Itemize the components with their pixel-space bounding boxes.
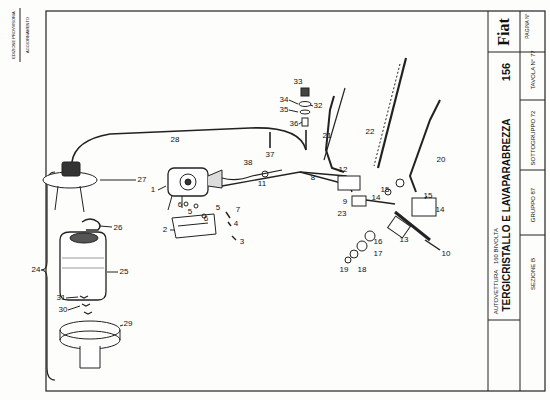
callout-number: 20: [437, 156, 446, 164]
callout-number: 17: [374, 250, 383, 258]
callout-number: 37: [266, 151, 275, 159]
callout-number: 26: [114, 224, 123, 232]
callout-number: 7: [236, 206, 240, 214]
sheet-title: TERGICRISTALLO E LAVAPARABREZZA: [502, 118, 512, 311]
title-block-text: AGGIORNAMENTO: [26, 17, 30, 53]
title-block-text: EDIZIONE PROVVISORIA: [12, 11, 16, 59]
callout-number: 28: [171, 136, 180, 144]
callout-number: 29: [124, 320, 133, 328]
callout-number: 11: [258, 180, 266, 188]
title-block-text: 156: [501, 63, 512, 81]
callout-number: 22: [366, 128, 375, 136]
callout-number: 12: [339, 166, 348, 174]
callout-number: 9: [343, 198, 347, 206]
title-block-text: PAGINA N°: [525, 13, 530, 38]
title-block-text: 160 BIVOLTA: [493, 228, 499, 264]
title-block-text: GRUPPO 87: [530, 188, 536, 222]
callout-number: 13: [400, 236, 409, 244]
callout-number: 34: [280, 96, 289, 104]
callout-number: 32: [314, 102, 323, 110]
callout-number: 19: [340, 266, 349, 274]
callout-number: 8: [311, 174, 315, 182]
callout-number: 25: [120, 268, 129, 276]
callout-number: 21: [323, 132, 332, 140]
callout-number: 2: [163, 226, 167, 234]
callout-number: 14: [372, 194, 381, 202]
title-block-text: TAVOLA N° 77: [530, 50, 536, 89]
callout-number: 15: [424, 192, 433, 200]
callout-number: 18: [358, 266, 367, 274]
callout-number: 23: [338, 210, 347, 218]
callout-number: 6: [204, 215, 208, 223]
callout-number: 27: [138, 176, 147, 184]
callout-number: 4: [234, 220, 238, 228]
callout-number: 3: [240, 238, 244, 246]
callout-number: 35: [280, 106, 289, 114]
title-block-text: SEZIONE B: [530, 258, 536, 290]
callout-number: 33: [294, 78, 303, 86]
callout-number: 36: [290, 120, 299, 128]
callout-number: 30: [59, 306, 68, 314]
callout-number: 15: [381, 186, 390, 194]
callout-number: 31: [57, 294, 66, 302]
title-block-text: AUTOVETTURA: [493, 270, 499, 315]
callout-number: 10: [442, 250, 451, 258]
callout-number: 6: [178, 201, 182, 209]
callout-number: 5: [216, 204, 220, 212]
callout-number: 38: [244, 159, 253, 167]
callout-number: 5: [188, 208, 192, 216]
callout-number: 16: [374, 238, 383, 246]
callout-number: 14: [436, 206, 445, 214]
callout-number: 1: [151, 186, 155, 194]
brand-logo: Fiat: [496, 18, 512, 46]
callout-number: 24: [32, 266, 41, 274]
title-block-text: SOTTOGRUPPO 72: [530, 111, 536, 166]
